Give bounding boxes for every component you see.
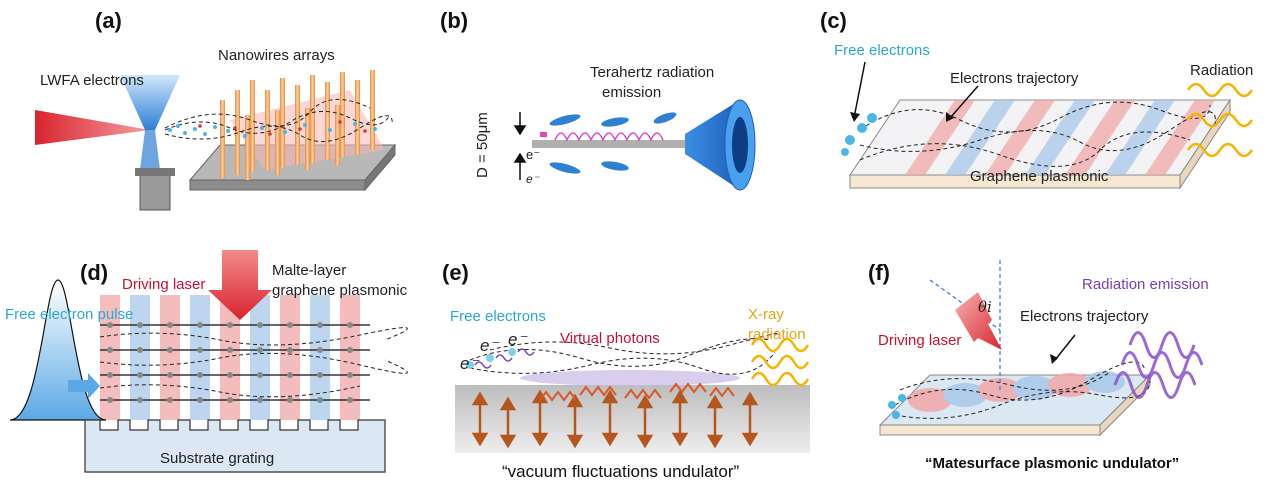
panel-b-illustration	[513, 99, 756, 191]
radiation-waves-f	[1113, 331, 1204, 399]
panel-f: (f) Radiation emission θi Electrons traj…	[860, 240, 1270, 485]
horn-antenna	[685, 100, 740, 190]
plasmonic-bands-f	[908, 371, 1125, 412]
lattice-atoms	[107, 322, 353, 403]
driving-laser-arrow	[208, 250, 272, 320]
free-electrons-c	[841, 113, 877, 156]
electron-trajectories-f	[894, 361, 1151, 419]
metal-wire	[532, 140, 692, 148]
virtual-photons	[539, 382, 735, 402]
panel-label-a: (a)	[95, 8, 122, 33]
free-electrons-label-c: Free electrons	[834, 42, 930, 59]
graphene-label-c: Graphene plasmonic	[970, 168, 1109, 185]
caption-f: “Matesurface plasmonic undulator”	[925, 455, 1180, 472]
electron-cloud	[168, 122, 377, 138]
diameter-label: D = 50μm	[474, 112, 491, 178]
malte-layer-label-line1: Malte-layer	[272, 262, 347, 279]
theta-label: θi	[978, 298, 992, 316]
malte-layer-label-line2: graphene plasmonic	[272, 282, 408, 299]
thz-label-line2: emission	[602, 84, 662, 101]
electron-symbol-3: e⁻	[460, 354, 479, 373]
panel-label-c: (c)	[820, 8, 847, 33]
radiation-emission-label: Radiation emission	[1082, 276, 1209, 293]
panel-a: (a) LWFA electrons Nanowires arrays	[0, 0, 420, 230]
electron-symbol-1: e⁻	[480, 336, 499, 355]
electron-trajectories-c	[859, 101, 1216, 167]
driving-laser-label-f: Driving laser	[878, 332, 962, 349]
panel-b: (b) Terahertz radiation emission D = 50μ…	[440, 0, 770, 230]
virtual-photons-label: Virtual photons	[560, 330, 660, 347]
xray-waves	[750, 337, 810, 387]
free-electrons-e	[466, 348, 516, 369]
fluctuation-arrows	[471, 389, 759, 449]
thz-label-line1: Terahertz radiation	[590, 64, 715, 81]
electron-trajectories-d	[99, 327, 408, 398]
panel-label-f: (f)	[868, 260, 890, 285]
panel-label-b: (b)	[440, 8, 469, 33]
trajectory-label-f: Electrons trajectory	[1020, 308, 1149, 325]
electron-pulse-gaussian	[9, 279, 107, 421]
substrate-label: Substrate grating	[160, 450, 275, 467]
xray-label-line1: X-ray	[748, 306, 784, 323]
caption-e: “vacuum fluctuations undulator”	[502, 462, 740, 481]
objective-lens	[139, 169, 171, 211]
panel-label-e: (e)	[442, 260, 469, 285]
panel-c-illustration	[841, 61, 1254, 190]
panel-f-illustration	[878, 260, 1204, 437]
panel-e: (e) Free electrons Virtual photons X-ray…	[430, 240, 830, 485]
radiation-waves-c	[1186, 82, 1254, 158]
panel-label-d: (d)	[80, 260, 109, 285]
electron-label-2: e⁻	[526, 172, 540, 186]
red-particles	[198, 120, 367, 136]
radiation-label-c: Radiation	[1190, 62, 1254, 79]
plasmonic-bands	[905, 100, 1215, 175]
free-electrons-f	[888, 394, 906, 419]
thz-emission-drops	[549, 112, 677, 174]
driving-laser-label-d: Driving laser	[122, 276, 206, 293]
panel-a-illustration	[35, 70, 397, 211]
electron-symbol-2: e⁻	[508, 330, 527, 349]
nanowires-label: Nanowires arrays	[218, 47, 335, 64]
plasmonic-bands-d	[100, 295, 360, 420]
panel-d: (d) Driving laser Malte-layer graphene p…	[0, 240, 420, 485]
free-electrons-label-e: Free electrons	[450, 308, 546, 325]
panel-c: (c) Free electrons Electrons trajectory …	[810, 0, 1270, 230]
diameter-arrows	[513, 112, 527, 180]
panel-d-illustration	[9, 250, 408, 473]
lwfa-electrons-label: LWFA electrons	[40, 72, 144, 89]
electron-trajectories	[164, 98, 393, 143]
laser-beam	[35, 110, 150, 145]
substrate-grating	[84, 419, 386, 473]
panel-e-illustration	[455, 332, 810, 453]
driving-laser-arrow-f	[955, 292, 1002, 350]
electron-label: e⁻	[526, 147, 541, 162]
electron-spiral	[554, 132, 664, 142]
trajectory-label-c: Electrons trajectory	[950, 70, 1079, 87]
pulse-label: Free electron pulse	[5, 306, 134, 323]
pulse-arrow	[68, 373, 100, 399]
focusing-cone	[120, 75, 180, 130]
graphene-layers	[100, 324, 370, 401]
xray-label-line2: radiation	[748, 326, 806, 343]
